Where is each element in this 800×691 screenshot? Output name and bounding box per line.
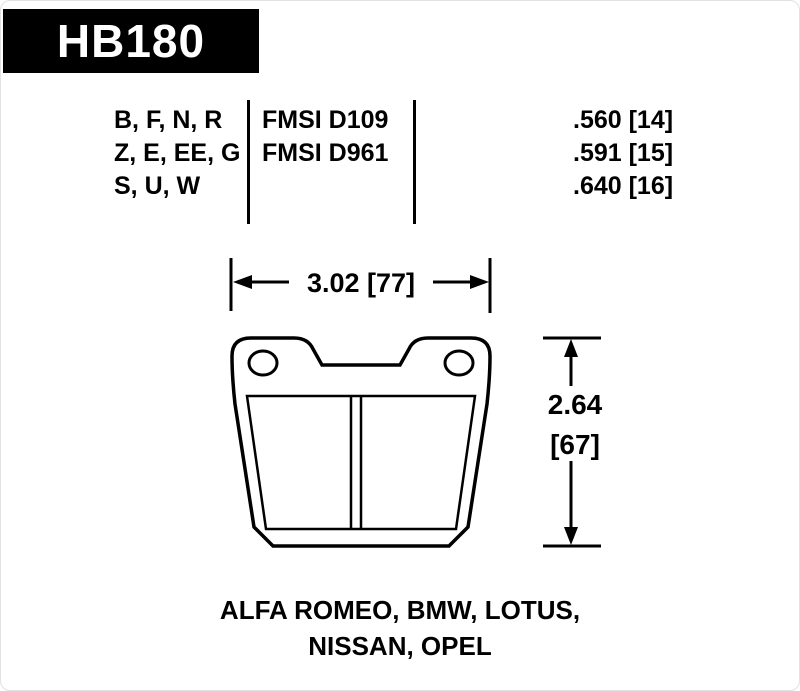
table-divider-left	[247, 100, 250, 224]
thickness-row: .591 [15]	[573, 139, 674, 167]
fmsi-row: FMSI D109	[262, 106, 389, 134]
compound-codes-row: S, U, W	[114, 172, 201, 200]
table-divider-right	[413, 100, 416, 224]
pad-drawing-svg: 3.02 [77] 2.64	[229, 258, 603, 548]
thickness-column: .560 [14] .591 [15] .640 [16]	[573, 104, 673, 203]
mounting-hole-right	[443, 349, 475, 377]
compound-codes-column: B, F, N, R Z, E, EE, G S, U, W	[114, 104, 240, 203]
height-dim-label-in: 2.64	[548, 389, 603, 420]
width-arrow-left	[233, 275, 252, 289]
center-slot	[349, 396, 363, 529]
thickness-row: .560 [14]	[573, 106, 674, 134]
brake-pad-outline	[230, 336, 492, 548]
friction-surface-outline	[245, 394, 477, 531]
height-dimension: 2.64 [67]	[543, 336, 603, 548]
part-number: HB180	[56, 15, 206, 67]
fmsi-column: FMSI D109 FMSI D961	[262, 104, 388, 170]
mounting-hole-left	[247, 349, 279, 377]
width-dim-label: 3.02 [77]	[307, 268, 415, 298]
width-dimension: 3.02 [77]	[229, 258, 492, 313]
height-arrow-down	[564, 527, 578, 545]
fmsi-row: FMSI D961	[262, 139, 389, 167]
part-number-box: HB180	[3, 9, 259, 73]
applications-text: ALFA ROMEO, BMW, LOTUS, NISSAN, OPEL	[1, 592, 799, 664]
applications-line-1: ALFA ROMEO, BMW, LOTUS,	[219, 595, 581, 625]
compound-codes-row: Z, E, EE, G	[114, 139, 241, 167]
brake-pad-shape	[230, 336, 492, 548]
applications-line-2: NISSAN, OPEL	[308, 631, 492, 661]
pad-technical-drawing: 3.02 [77] 2.64	[171, 246, 641, 566]
width-arrow-right	[470, 275, 489, 289]
height-arrow-up	[564, 339, 578, 357]
thickness-row: .640 [16]	[573, 172, 674, 200]
height-dim-label-mm: [67]	[550, 429, 600, 460]
compound-codes-row: B, F, N, R	[114, 106, 223, 134]
